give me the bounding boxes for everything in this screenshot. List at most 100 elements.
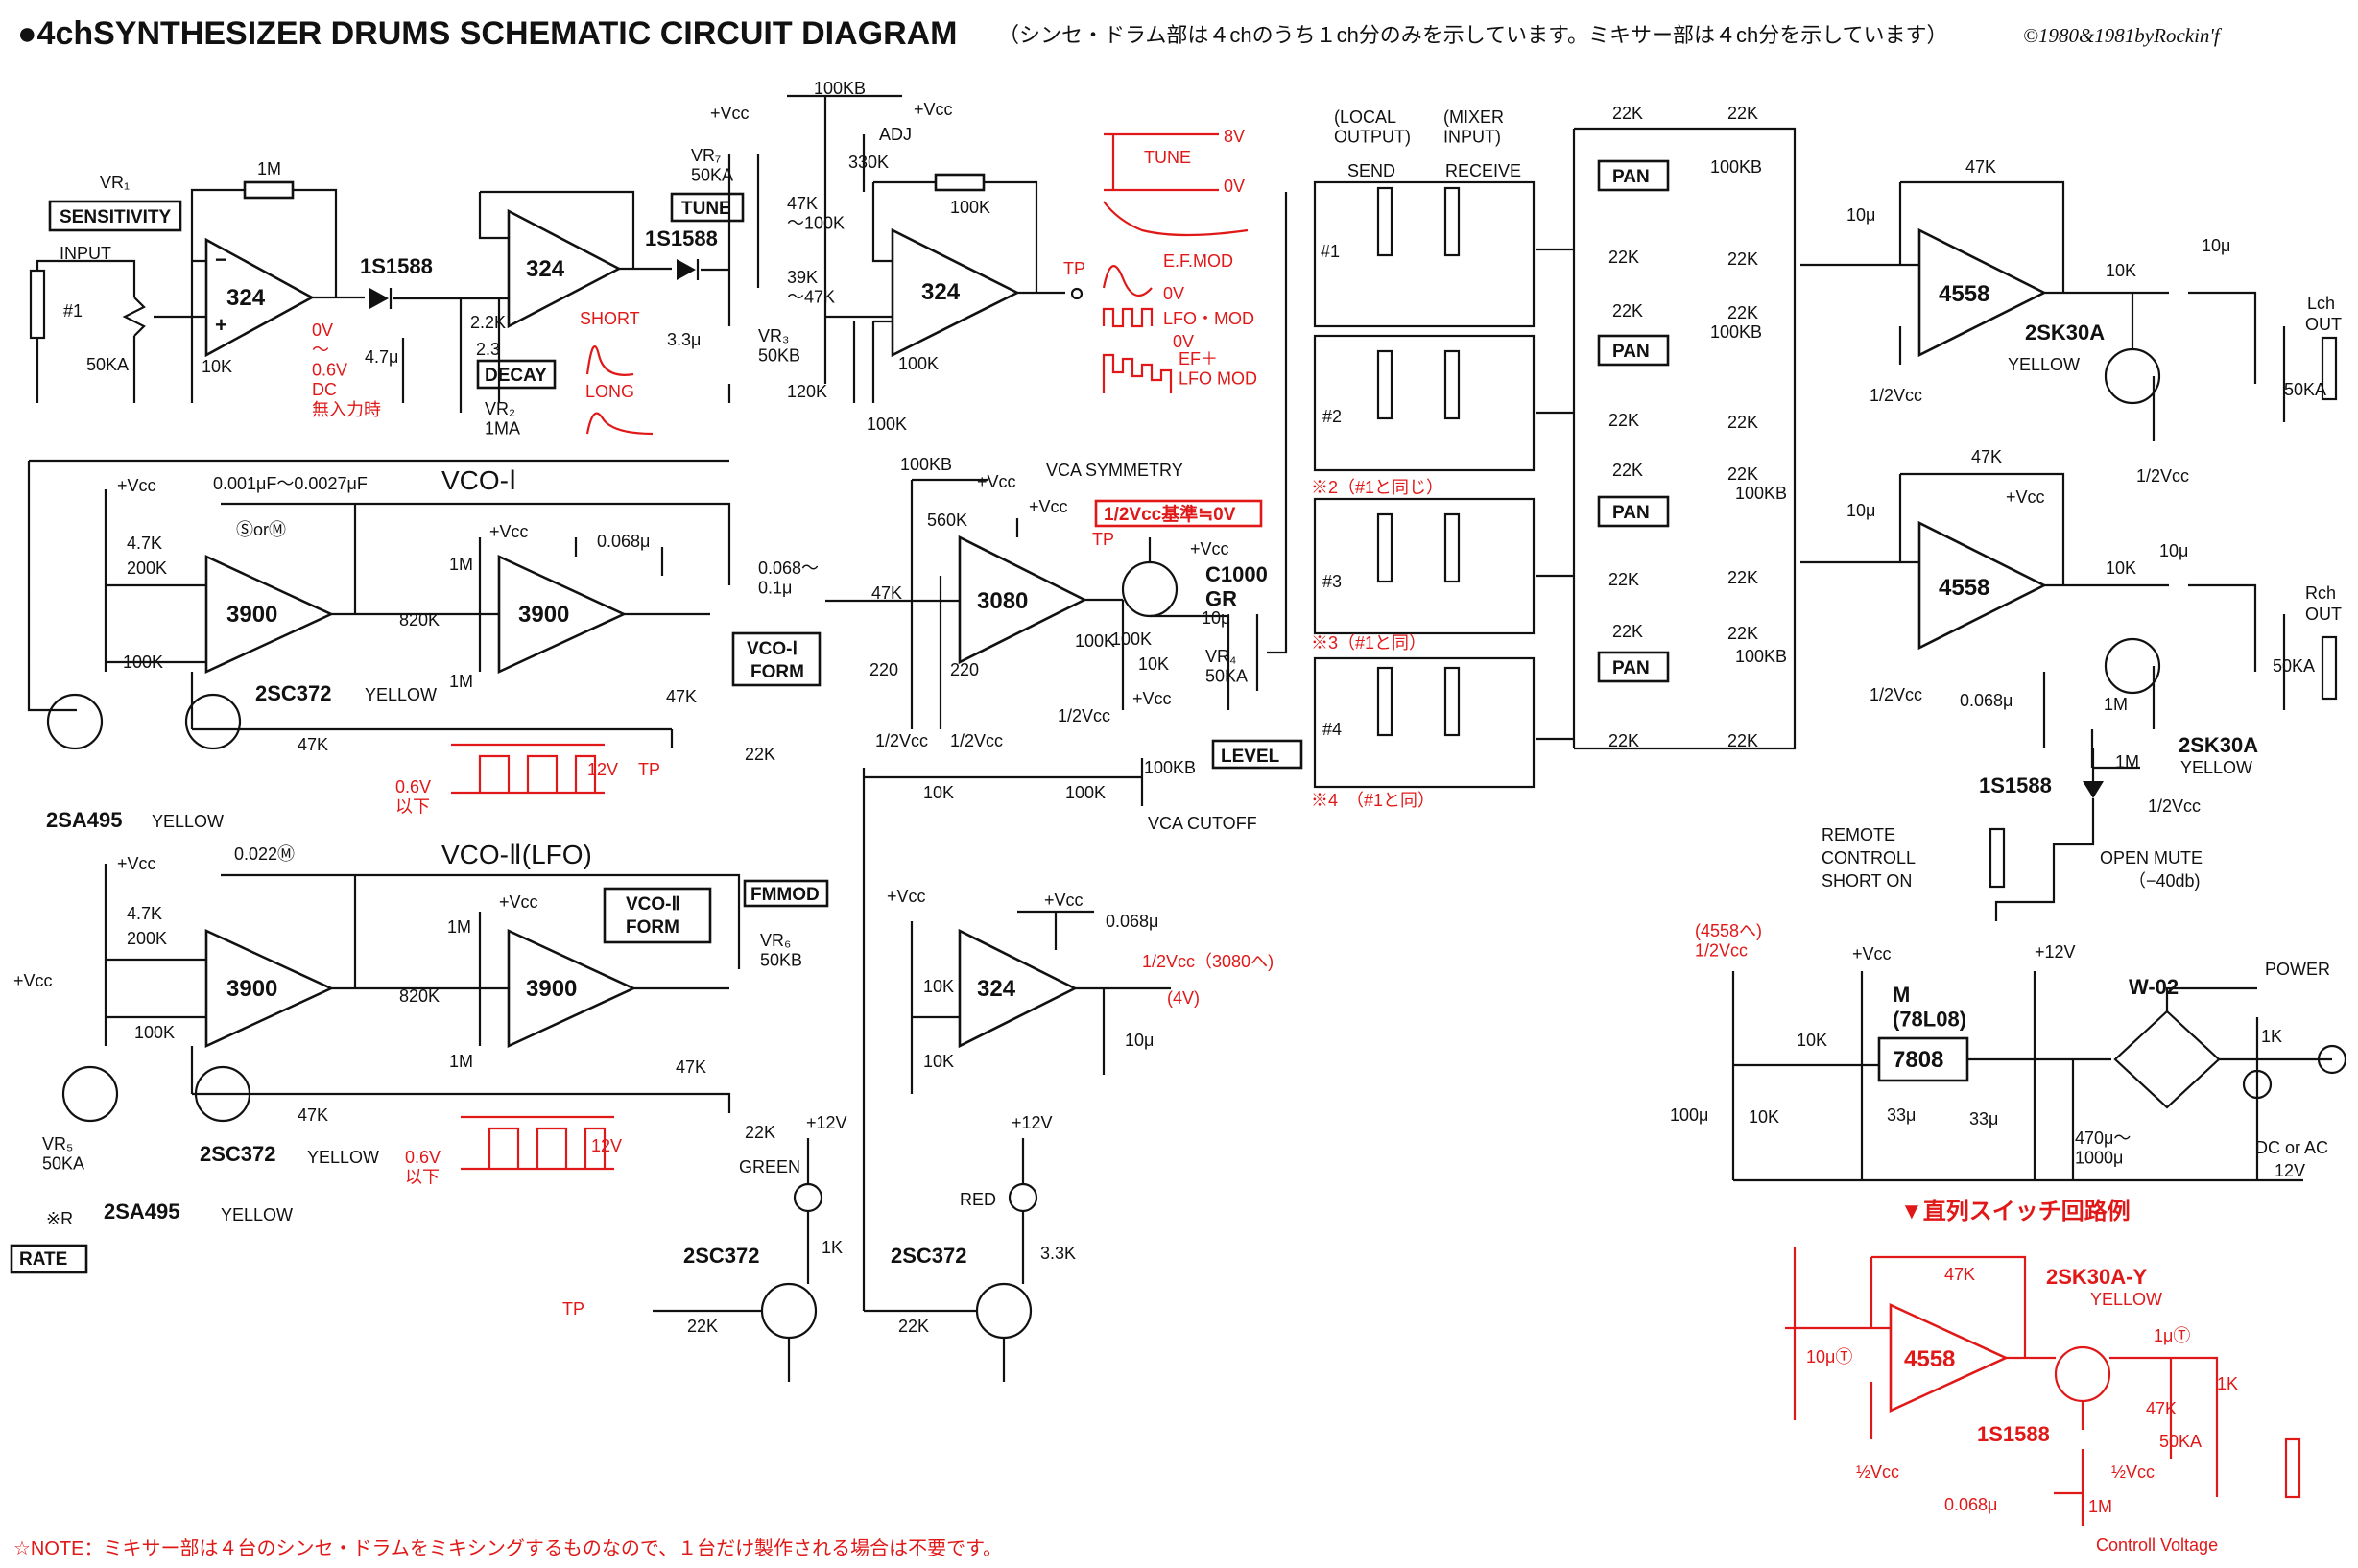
- send-jack-2: [1376, 349, 1393, 420]
- pan-1-r22k-d: 22K: [1727, 249, 1758, 269]
- mixer-box-4: [1313, 656, 1536, 789]
- r100k-vca-label: 100K: [1075, 631, 1115, 651]
- vco2-form-box-a: VCO-Ⅱ: [626, 894, 680, 915]
- bridge-label: W-02: [2129, 975, 2179, 999]
- mixer-channel-3-note: ※3（#1と同）: [1311, 633, 1426, 653]
- r10k-r-out: 10K: [2106, 558, 2136, 578]
- opamp-4558-r: [1917, 520, 2047, 651]
- opamp-324-input-label: 324: [226, 285, 266, 311]
- yellow-r: YELLOW: [2180, 758, 2252, 777]
- mixer-channel-3-label: #3: [1322, 572, 1342, 591]
- buffer-wiring: [461, 190, 672, 300]
- r200k-vco1-label: 200K: [127, 558, 167, 578]
- cap-470-ps: 470μ～1000μ: [2075, 1128, 2131, 1168]
- fet-2sk30a-r: [2104, 637, 2161, 695]
- input-jack: [29, 269, 46, 340]
- pan-1-r22k-a: 22K: [1612, 104, 1643, 123]
- half-vcc-3080: 1/2Vcc（3080へ): [1142, 952, 1274, 971]
- r100k-vca-b-label: 100K: [1065, 783, 1106, 802]
- receive-jack-1: [1443, 186, 1461, 257]
- vco2-heading: VCO-Ⅱ(LFO): [441, 840, 592, 869]
- diagram-title: ●4chSYNTHESIZER DRUMS SCHEMATIC CIRCUIT …: [17, 15, 958, 52]
- led-red: [1008, 1182, 1038, 1213]
- receive-label: RECEIVE: [1445, 161, 1521, 180]
- pan-4-r22k-c: 22K: [1608, 731, 1639, 750]
- fmmod-box: [743, 879, 829, 908]
- mixer-channel-4-note: ※4 （#1と同）: [1311, 791, 1435, 810]
- tr-2sk30a-l: 2SK30A: [2025, 321, 2105, 344]
- diode-1s1588-b-label: 1S1588: [645, 226, 718, 250]
- ef-mod-annotation: E.F.MOD: [1163, 251, 1233, 271]
- tr-2sc372-vco1-label: 2SC372: [255, 681, 332, 705]
- pan-block-1: PAN 22K 22K 100KB 22K 22K: [1597, 104, 1762, 269]
- yellow-vco2-a: YELLOW: [221, 1205, 293, 1224]
- r47k-l-fb: 47K: [1965, 157, 1996, 177]
- diode-1s1588-a: [369, 288, 389, 309]
- pan-2-r100kb: 100KB: [1710, 322, 1762, 342]
- half-vcc-vca-a: 1/2Vcc: [875, 731, 928, 750]
- pan-3-r22k-b: 22K: [1727, 464, 1758, 484]
- vcc-halfgen-a: +Vcc: [887, 887, 926, 906]
- rch-out-a: Rch: [2305, 583, 2336, 603]
- opamp-4558-r-label: 4558: [1939, 575, 1989, 601]
- cap-10u-c1000: 10μ: [1202, 608, 1230, 628]
- vca-cutoff-label: VCA CUTOFF: [1148, 814, 1257, 833]
- vcc-vco1-b: +Vcc: [489, 522, 529, 541]
- send-jack-1: [1376, 186, 1393, 257]
- series-fet: [2054, 1345, 2111, 1403]
- r50ka-l: 50KA: [2284, 380, 2326, 399]
- p12v-red: +12V: [1012, 1113, 1053, 1132]
- norton-3900-vco1-a: [204, 554, 335, 675]
- r10k-ps-b: 10K: [1749, 1107, 1779, 1127]
- cap-0068-01-label: 0.068～0.1μ: [758, 558, 819, 598]
- copyright-label: ©1980&1981byRockin'f: [2023, 24, 2223, 47]
- cap-10u-r-in: 10μ: [1846, 501, 1875, 520]
- diode-1s1588-mute: 1S1588: [1979, 773, 2052, 797]
- yellow-l: YELLOW: [2008, 355, 2080, 374]
- v8v-annotation: 8V: [1224, 127, 1245, 146]
- resistor-2-2k-label: 2.2K: [470, 313, 506, 332]
- cap-0001-label: 0.001μF～0.0027μF: [213, 474, 368, 493]
- series-cap-10u: 10μⓉ: [1806, 1347, 1852, 1366]
- r560k-label: 560K: [927, 511, 967, 530]
- opamp-324-halfgen-label: 324: [977, 976, 1016, 1002]
- r1m-r-a: 1M: [2104, 695, 2128, 714]
- lfo-mod-annotation: LFO・MOD: [1163, 309, 1254, 328]
- r10k-c1000: 10K: [1138, 654, 1169, 674]
- r100k-vco2-label: 100K: [134, 1023, 175, 1042]
- r10k-halfgen-b: 10K: [923, 1052, 954, 1071]
- resistor-100k-fb-label: 100K: [950, 198, 990, 217]
- diode-1s1588-b: [677, 259, 696, 280]
- tr-2sa495-vco2: [61, 1065, 119, 1123]
- vco2-form-box: [603, 887, 712, 944]
- yellow-vco1-a: YELLOW: [152, 812, 224, 831]
- remote-label: REMOTE: [1822, 825, 1895, 844]
- v0v-annotation-c: 0V: [1173, 332, 1194, 351]
- level-label: LEVEL: [1221, 747, 1280, 767]
- vcc-vco2-b: +Vcc: [499, 892, 538, 912]
- vco2-pulse: [461, 1115, 614, 1171]
- r3-3k-red: 3.3K: [1040, 1244, 1076, 1263]
- led-green: [793, 1182, 823, 1213]
- r47k-100k-label: 47K～100K: [787, 194, 845, 233]
- tp-label-c: TP: [562, 1299, 584, 1319]
- opamp-4558-l: [1917, 227, 2047, 358]
- rate-label: RATE: [19, 1249, 67, 1270]
- vcc-vca-b: +Vcc: [1029, 497, 1068, 516]
- mixer-channel-4-label: #4: [1322, 720, 1342, 739]
- reg-m-label: M(78L08): [1893, 983, 1966, 1031]
- output-wiring: [852, 180, 1065, 403]
- r100k-c1000: 100K: [1111, 630, 1152, 649]
- tr-2sc372-vco1: [184, 693, 242, 750]
- resistor-1m: [243, 180, 295, 200]
- receive-jack-4: [1443, 666, 1461, 737]
- tune-annotation: TUNE: [1144, 148, 1191, 167]
- v0v-annotation-a: 0V: [1224, 177, 1245, 196]
- p12v-green: +12V: [806, 1113, 847, 1132]
- vcc-tune-label: +Vcc: [710, 104, 750, 123]
- pan-1-r100kb: 100KB: [1710, 157, 1762, 177]
- r4-7k-vco2-label: 4.7K: [127, 904, 162, 923]
- vco2-form-box-b: FORM: [626, 917, 679, 938]
- tp-point-a: [1070, 287, 1084, 300]
